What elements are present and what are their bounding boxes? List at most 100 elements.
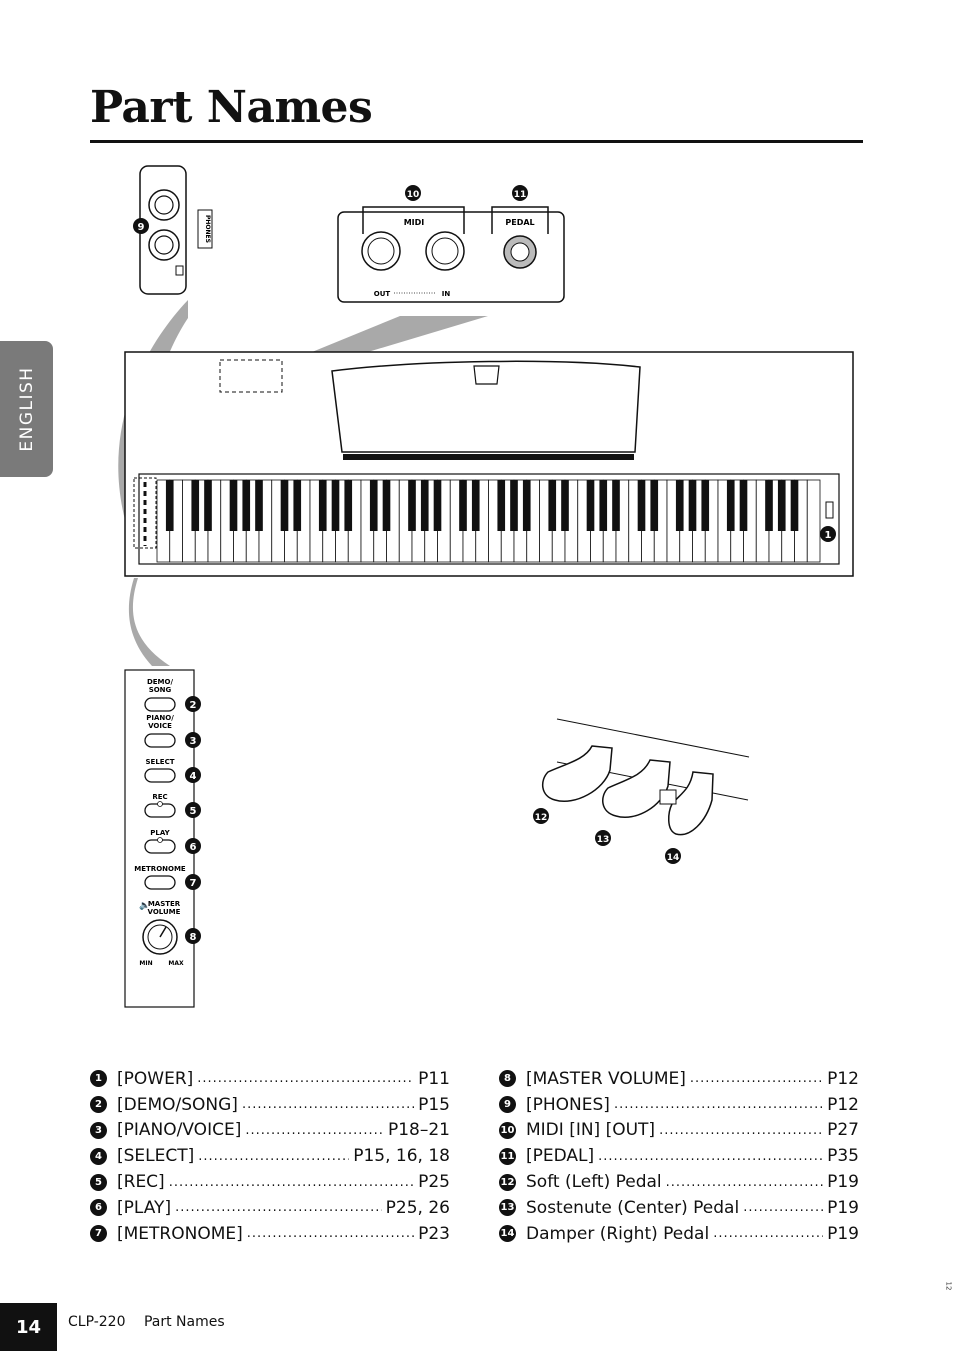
legend-label: Sostenute (Center) Pedal xyxy=(526,1197,740,1218)
legend-label: Soft (Left) Pedal xyxy=(526,1172,662,1193)
leader-dots: ........................................… xyxy=(175,1200,382,1216)
legend-number-badge: 14 xyxy=(499,1225,516,1243)
black-key xyxy=(612,480,620,531)
panel-button-label: PLAY xyxy=(150,829,170,837)
phones-jack-module: PHONES xyxy=(139,165,213,295)
callout-10: 10 xyxy=(405,185,421,201)
black-key xyxy=(726,480,735,531)
legend-item: 7[METRONOME]............................… xyxy=(90,1221,450,1247)
legend-label: [DEMO/SONG] xyxy=(117,1094,238,1115)
legend-label: [MASTER VOLUME] xyxy=(526,1068,686,1089)
legend-item: 1[POWER]................................… xyxy=(90,1066,450,1092)
legend-number-badge: 3 xyxy=(90,1121,107,1139)
callout-13: 13 xyxy=(595,830,611,846)
panel-button-label: DEMO/ xyxy=(147,678,174,686)
svg-text:12: 12 xyxy=(535,813,548,823)
black-key xyxy=(280,480,289,531)
black-key xyxy=(522,480,531,531)
leader-dots: ........................................… xyxy=(246,1226,414,1242)
master-volume-label-2: VOLUME xyxy=(148,908,181,916)
black-key xyxy=(777,480,786,531)
midi-pedal-module: MIDI PEDAL OUT IN xyxy=(337,206,565,303)
rear-panel-indicator xyxy=(219,359,283,393)
legend-label: [PLAY] xyxy=(117,1197,172,1218)
legend-page-ref: P25 xyxy=(418,1172,450,1193)
panel-button-label: SELECT xyxy=(146,758,175,766)
white-key xyxy=(806,479,821,563)
black-key xyxy=(408,480,416,531)
page-title: Part Names xyxy=(90,82,373,133)
panel-button xyxy=(144,697,176,712)
callout-8: 8 xyxy=(185,928,201,944)
legend-page-ref: P23 xyxy=(418,1223,450,1244)
black-key xyxy=(420,480,429,531)
black-key xyxy=(765,480,773,531)
legend-page-ref: P19 xyxy=(827,1172,859,1193)
legend-item: 5[REC]..................................… xyxy=(90,1169,450,1195)
black-key xyxy=(293,480,302,531)
black-key xyxy=(344,480,353,531)
legend-page-ref: P15, 16, 18 xyxy=(353,1146,450,1167)
page-number: 14 xyxy=(0,1303,57,1351)
panel-led xyxy=(157,837,163,843)
legend-number-badge: 9 xyxy=(499,1096,516,1114)
legend-page-ref: P35 xyxy=(827,1146,859,1167)
panel-callout-number: 7 xyxy=(190,878,197,889)
panel-callout xyxy=(185,802,201,818)
legend-page-ref: P27 xyxy=(827,1120,859,1141)
svg-text:9: 9 xyxy=(138,222,145,233)
panel-callout-number: 2 xyxy=(190,700,197,711)
leader-dots: ........................................… xyxy=(743,1200,823,1216)
panel-button xyxy=(144,768,176,783)
black-key xyxy=(701,480,710,531)
leader-dots: ........................................… xyxy=(613,1097,824,1113)
panel-button-label: PIANO/ xyxy=(146,714,174,722)
callout-9: 9 xyxy=(133,218,149,234)
legend-number-badge: 2 xyxy=(90,1096,107,1114)
black-key xyxy=(165,480,174,531)
piano-body xyxy=(124,351,854,577)
phones-label: PHONES xyxy=(204,215,211,243)
title-rule xyxy=(90,140,863,143)
legend-label: MIDI [IN] [OUT] xyxy=(526,1120,656,1141)
leader-dots: ........................................… xyxy=(241,1097,414,1113)
panel-callout-number: 3 xyxy=(190,736,197,747)
legend-number-badge: 13 xyxy=(499,1199,516,1217)
legend-item: 9[PHONES]...............................… xyxy=(499,1092,859,1118)
black-key xyxy=(382,480,391,531)
panel-callout xyxy=(185,696,201,712)
black-key xyxy=(561,480,569,531)
legend-page-ref: P19 xyxy=(827,1197,859,1218)
black-key xyxy=(497,480,506,531)
leader-dots: ........................................… xyxy=(198,1148,350,1164)
leader-dots: ........................................… xyxy=(245,1122,384,1138)
black-key xyxy=(369,480,378,531)
legend-number-badge: 1 xyxy=(90,1070,107,1088)
svg-text:1: 1 xyxy=(825,530,832,541)
soft-pedal xyxy=(541,745,613,802)
black-key xyxy=(318,480,327,531)
leader-dots: ........................................… xyxy=(665,1174,823,1190)
panel-callout-number: 5 xyxy=(190,806,197,817)
panel-connector-band xyxy=(128,578,170,666)
legend-item: 4[SELECT]...............................… xyxy=(90,1143,450,1169)
leader-dots: ........................................… xyxy=(659,1122,824,1138)
legend-right-column: 8[MASTER VOLUME]........................… xyxy=(499,1066,859,1247)
keyboard xyxy=(156,479,821,563)
leader-dots: ........................................… xyxy=(713,1226,824,1242)
legend-page-ref: P18–21 xyxy=(387,1120,450,1141)
black-key xyxy=(599,480,608,531)
volume-min-label: MIN xyxy=(139,960,152,967)
legend-label: [SELECT] xyxy=(117,1146,195,1167)
legend-number-badge: 7 xyxy=(90,1225,107,1243)
legend-page-ref: P19 xyxy=(827,1223,859,1244)
pedal-label: PEDAL xyxy=(505,218,534,227)
black-key xyxy=(242,480,251,531)
callout-11: 11 xyxy=(512,185,528,201)
black-key xyxy=(229,480,238,531)
pedal-assembly xyxy=(541,718,750,836)
legend-item: 2 [DEMO/SONG]............................… xyxy=(90,1092,450,1118)
